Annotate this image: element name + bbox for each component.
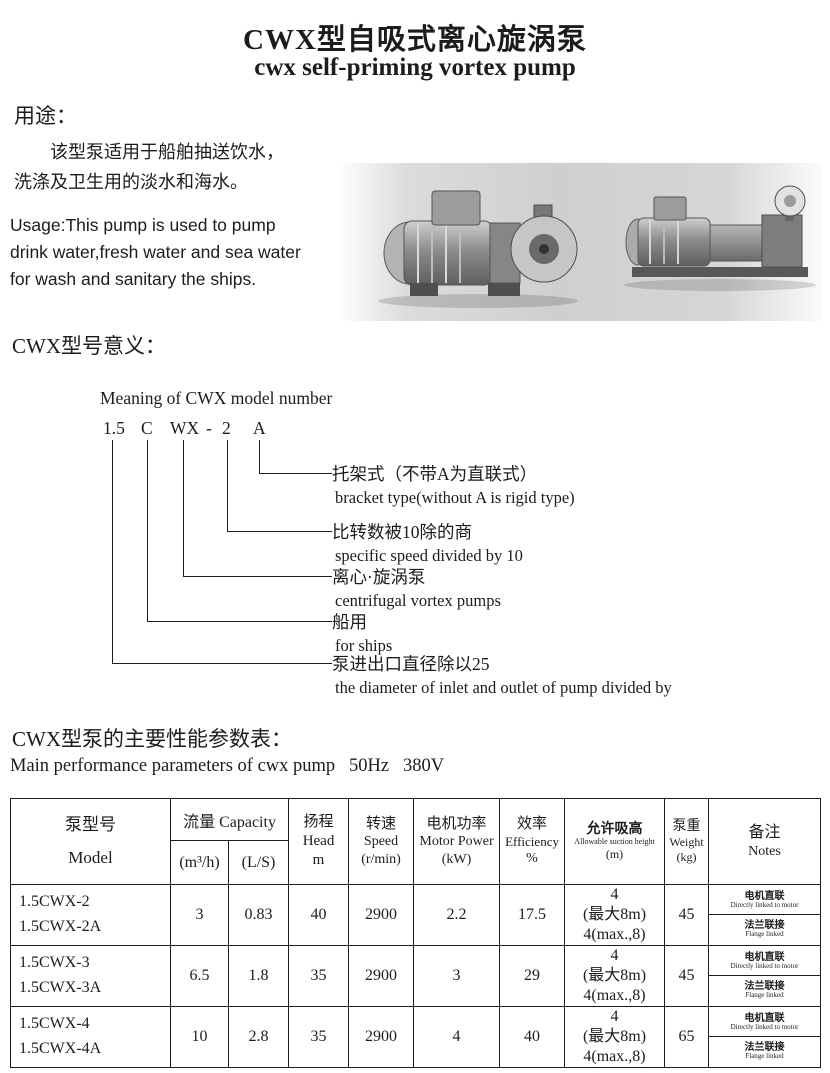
annotation-for-ships: 船用 for ships <box>332 612 393 655</box>
model-meaning-heading-en: Meaning of CWX model number <box>100 388 333 408</box>
params-heading-en: Main performance parameters of cwx pump … <box>10 756 445 776</box>
pump-photo-left <box>378 190 578 308</box>
connector-line-2 <box>227 440 332 532</box>
cell-speed: 2900 <box>348 945 415 1007</box>
cell-weight: 45 <box>664 945 710 1007</box>
pump-photos <box>338 163 822 321</box>
usage-text-en: Usage:This pump is used to pump drink wa… <box>10 215 301 290</box>
cell-capacity-ls: 0.83 <box>227 884 290 946</box>
model-meaning-heading-zh: CWX型号意义： <box>12 334 166 358</box>
cell-head: 35 <box>288 945 350 1007</box>
note-direct-link: 电机直联 Directly linked to motor <box>709 887 821 915</box>
cell-power: 3 <box>413 945 501 1007</box>
connector-line-a <box>259 440 332 474</box>
cell-speed: 2900 <box>348 884 415 946</box>
cell-capacity-m3h: 6.5 <box>170 945 229 1007</box>
model-number-diagram: Meaning of CWX model number 1.5 C WX - 2… <box>0 380 830 710</box>
cell-efficiency: 29 <box>499 945 566 1007</box>
params-heading-zh: CWX型泵的主要性能参数表： <box>12 727 292 751</box>
header-speed: 转速 Speed (r/min) <box>348 798 415 885</box>
performance-table: 泵型号 Model 流量 Capacity 扬程 Head m 转速 Speed… <box>10 798 822 1068</box>
cell-capacity-m3h: 10 <box>170 1006 229 1068</box>
annotation-vortex-pump: 离心·旋涡泵 centrifugal vortex pumps <box>332 567 501 610</box>
model-code-bracket: A <box>253 418 266 438</box>
cell-head: 40 <box>288 884 350 946</box>
annotation-inlet-diameter: 泵进出口直径除以25 the diameter of inlet and out… <box>332 654 672 697</box>
note-direct-link: 电机直联 Directly linked to motor <box>709 1009 821 1037</box>
note-flange-link: 法兰联接 Flange linked <box>744 1041 785 1060</box>
header-suction: 允许吸高 Allowable suction height (m) <box>564 798 666 885</box>
header-power: 电机功率 Motor Power (kW) <box>413 798 501 885</box>
cell-suction: 4 (最大8m) 4(max.,8) <box>564 945 666 1007</box>
connector-line-wx <box>183 440 332 577</box>
header-capacity: 流量 Capacity <box>169 798 290 841</box>
cell-suction: 4 (最大8m) 4(max.,8) <box>564 884 666 946</box>
connector-line-c <box>147 440 332 622</box>
cell-power: 2.2 <box>413 884 501 946</box>
cell-weight: 45 <box>664 884 710 946</box>
cell-model: 1.5CWX-2 1.5CWX-2A <box>10 884 171 946</box>
cell-capacity-ls: 1.8 <box>227 945 290 1007</box>
header-head: 扬程 Head m <box>288 798 350 885</box>
cell-weight: 65 <box>664 1006 710 1068</box>
table-row: 1.5CWX-4 1.5CWX-4A 10 2.8 35 2900 4 40 4… <box>10 1006 822 1068</box>
cell-notes: 电机直联 Directly linked to motor 法兰联接 Flang… <box>708 884 822 946</box>
table-row: 1.5CWX-2 1.5CWX-2A 3 0.83 40 2900 2.2 17… <box>10 884 822 946</box>
cell-suction: 4 (最大8m) 4(max.,8) <box>564 1006 666 1068</box>
page-title-zh: CWX型自吸式离心旋涡泵 <box>243 24 587 56</box>
table-row: 1.5CWX-3 1.5CWX-3A 6.5 1.8 35 2900 3 29 … <box>10 945 822 1007</box>
connector-line-15 <box>112 440 332 664</box>
cell-capacity-m3h: 3 <box>170 884 229 946</box>
header-capacity-m3h: (m³/h) <box>170 840 229 885</box>
model-code-vortex: WX <box>170 418 200 438</box>
note-flange-link: 法兰联接 Flange linked <box>744 980 785 999</box>
cell-model: 1.5CWX-3 1.5CWX-3A <box>10 945 171 1007</box>
model-code-ship: C <box>141 418 153 438</box>
cell-notes: 电机直联 Directly linked to motor 法兰联接 Flang… <box>708 945 822 1007</box>
model-code-speed: 2 <box>222 418 231 438</box>
header-efficiency: 效率 Efficiency % <box>499 798 566 885</box>
annotation-specific-speed: 比转数被10除的商 specific speed divided by 10 <box>332 522 523 565</box>
header-weight: 泵重 Weight (kg) <box>664 798 710 885</box>
cell-speed: 2900 <box>348 1006 415 1068</box>
header-model: 泵型号 Model <box>10 798 171 885</box>
model-code-hyphen: - <box>206 418 212 438</box>
model-code-diameter: 1.5 <box>103 418 125 438</box>
page-title-en: cwx self-priming vortex pump <box>254 54 576 81</box>
header-capacity-ls: (L/S) <box>227 840 290 885</box>
pump-photo-illustration <box>378 185 816 308</box>
note-direct-link: 电机直联 Directly linked to motor <box>709 948 821 976</box>
cell-capacity-ls: 2.8 <box>227 1006 290 1068</box>
cell-power: 4 <box>413 1006 501 1068</box>
header-notes: 备注 Notes <box>708 798 822 885</box>
cell-efficiency: 17.5 <box>499 884 566 946</box>
annotation-bracket-type: 托架式（不带A为直联式） bracket type(without A is r… <box>332 464 575 507</box>
cell-head: 35 <box>288 1006 350 1068</box>
pump-photo-right <box>624 185 816 291</box>
usage-heading: 用途： <box>14 104 77 128</box>
cell-notes: 电机直联 Directly linked to motor 法兰联接 Flang… <box>708 1006 822 1068</box>
usage-text-zh: 该型泵适用于船舶抽送饮水， 洗涤及卫生用的淡水和海水。 <box>14 142 284 192</box>
note-flange-link: 法兰联接 Flange linked <box>744 919 785 938</box>
cell-model: 1.5CWX-4 1.5CWX-4A <box>10 1006 171 1068</box>
cell-efficiency: 40 <box>499 1006 566 1068</box>
